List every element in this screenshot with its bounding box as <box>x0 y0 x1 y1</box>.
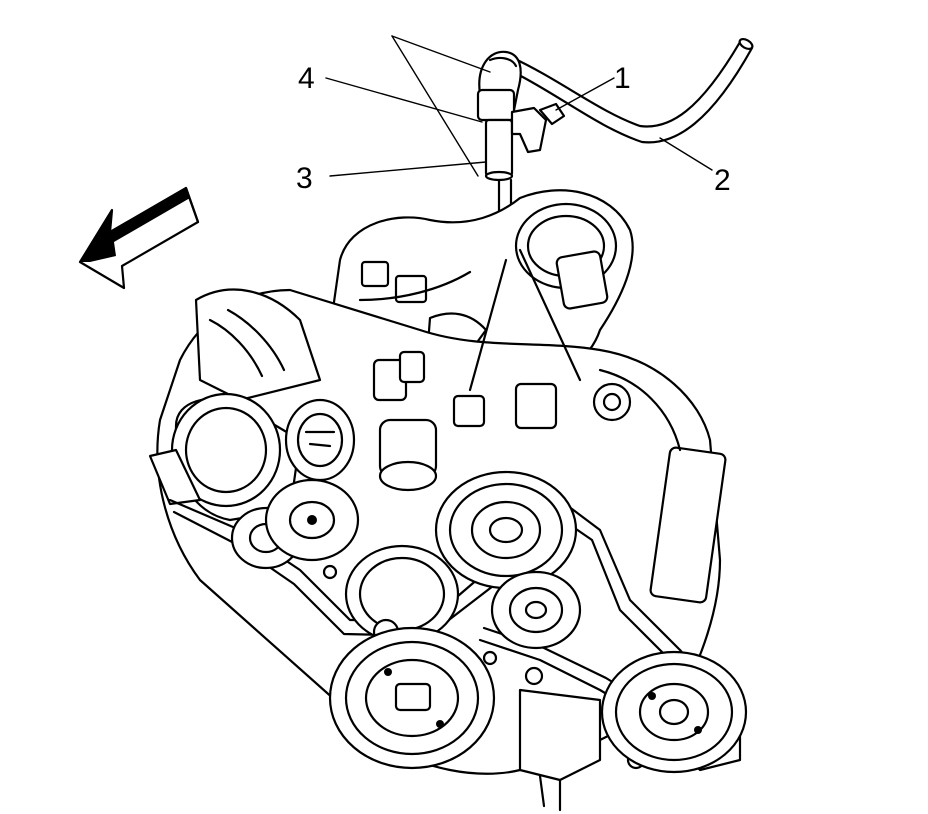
tensioner-pulley <box>264 478 360 562</box>
idler-pulley-center <box>490 570 582 650</box>
direction-arrow-icon <box>78 186 200 290</box>
crankshaft-balancer <box>328 626 496 770</box>
ac-compressor-pulley <box>600 650 748 774</box>
water-pump-pulley <box>434 470 578 590</box>
callout-2: 2 <box>714 164 731 197</box>
vent-hose <box>511 37 754 144</box>
callout-1: 1 <box>614 62 631 95</box>
fittings <box>322 248 582 686</box>
callout-3: 3 <box>296 162 313 195</box>
oil-filter <box>378 418 438 492</box>
callout-4: 4 <box>298 62 315 95</box>
reservoir-cap <box>284 398 356 482</box>
alternator <box>148 392 302 522</box>
leader-lines <box>325 35 713 177</box>
